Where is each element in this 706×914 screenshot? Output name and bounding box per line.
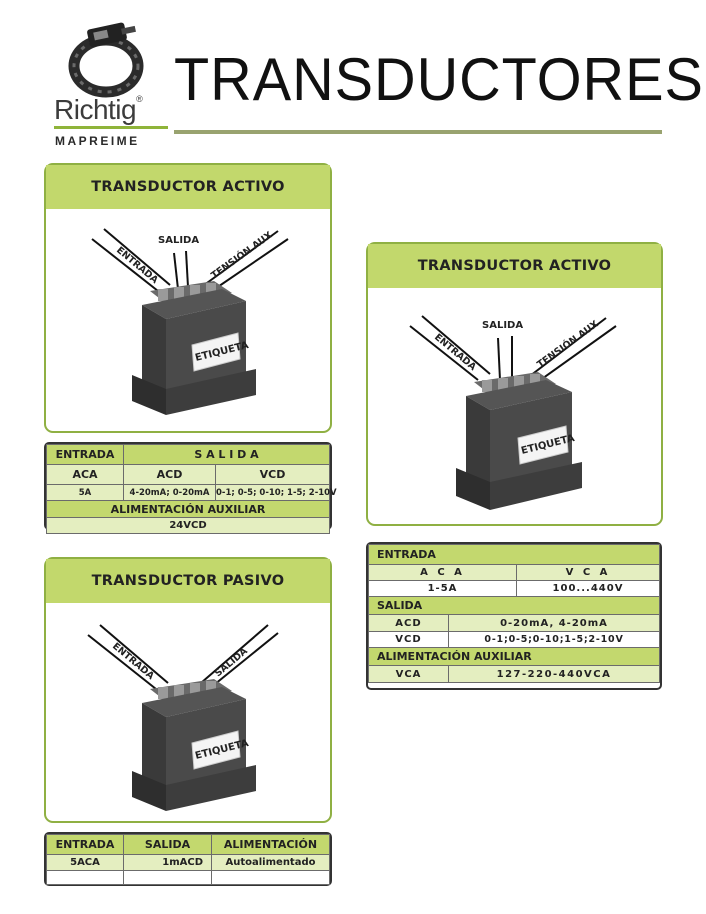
table-activo-right: ENTRADA A C A V C A 1-5A 100...440V SALI…: [366, 542, 662, 690]
panel-title: TRANSDUCTOR ACTIVO: [46, 165, 330, 209]
brand-name: Richtig®: [54, 94, 143, 125]
transducer-active-diagram: ENTRADA SALIDA TENSIÓN AUX ETIQUETA: [409, 315, 617, 510]
table-activo-left: ENTRADA S A L I D A ACA ACD VCD 5A 4-20m…: [44, 442, 337, 534]
header-acd: ACD: [123, 464, 216, 485]
header-salida: SALIDA: [368, 596, 660, 615]
header-aca: A C A: [368, 564, 517, 581]
transducer-passive-diagram: ENTRADA SALIDA ETIQUETA: [87, 624, 279, 811]
header-entrada: ENTRADA: [46, 444, 124, 465]
value-vca: 100...440V: [516, 580, 660, 597]
value-salida: 1mACD: [123, 854, 212, 871]
empty-cell: [46, 870, 124, 885]
label-vcd: VCD: [368, 631, 449, 648]
page-title: TRANSDUCTORES: [174, 46, 704, 113]
transducer-active-diagram: ENTRADA SALIDA TENSIÓN AUX ETIQUETA: [91, 228, 289, 415]
label-entrada: ENTRADA: [114, 245, 161, 287]
clamp-transducer-logo-icon: [66, 22, 144, 98]
panel-transductor-activo-right: TRANSDUCTOR ACTIVO ENTRADA SALIDA TENSIÓ…: [366, 242, 663, 526]
label-salida: SALIDA: [158, 235, 199, 246]
label-vca: VCA: [368, 665, 449, 683]
header-alimentacion-auxiliar: ALIMENTACIÓN AUXILIAR: [46, 500, 330, 518]
table-pasivo: ENTRADA SALIDA ALIMENTACIÓN 5ACA 1mACD A…: [44, 832, 332, 886]
header-entrada: ENTRADA: [368, 544, 660, 565]
label-acd: ACD: [368, 614, 449, 632]
value-vcd: 0-1;0-5;0-10;1-5;2-10V: [448, 631, 660, 648]
panel-title: TRANSDUCTOR PASIVO: [46, 559, 330, 603]
value-aca: 1-5A: [368, 580, 517, 597]
header-alimentacion: ALIMENTACIÓN: [211, 834, 330, 855]
value-alimentacion: Autoalimentado: [211, 854, 330, 871]
label-entrada: ENTRADA: [432, 332, 479, 374]
header-aca: ACA: [46, 464, 124, 485]
header-entrada: ENTRADA: [46, 834, 124, 855]
value-entrada: 5ACA: [46, 854, 124, 871]
panel-transductor-pasivo: TRANSDUCTOR PASIVO ENTRADA SALIDA ETIQUE…: [44, 557, 332, 823]
empty-cell: [211, 870, 330, 885]
header-salida: S A L I D A: [123, 444, 330, 465]
header-alimentacion-auxiliar: ALIMENTACIÓN AUXILIAR: [368, 647, 660, 666]
panel-title: TRANSDUCTOR ACTIVO: [368, 244, 661, 288]
label-salida: SALIDA: [482, 320, 523, 331]
header-vca: V C A: [516, 564, 660, 581]
brand-underline: [54, 126, 168, 129]
value-vca-aux: 127-220-440VCA: [448, 665, 660, 683]
empty-cell: [123, 870, 212, 885]
value-aca: 5A: [46, 484, 124, 501]
header-vcd: VCD: [215, 464, 330, 485]
brand-subname: MAPREIME: [55, 134, 140, 148]
title-underline: [174, 130, 662, 134]
value-vcd: 0-1; 0-5; 0-10; 1-5; 2-10V: [215, 484, 337, 501]
label-salida: SALIDA: [213, 645, 250, 679]
header-salida: SALIDA: [123, 834, 212, 855]
label-entrada: ENTRADA: [110, 641, 157, 683]
value-alimentacion-auxiliar: 24VCD: [46, 517, 330, 534]
panel-transductor-activo-left: TRANSDUCTOR ACTIVO ENTRADA SALIDA TENSIÓ…: [44, 163, 332, 433]
value-acd: 0-20mA, 4-20mA: [448, 614, 660, 632]
value-acd: 4-20mA; 0-20mA: [123, 484, 216, 501]
